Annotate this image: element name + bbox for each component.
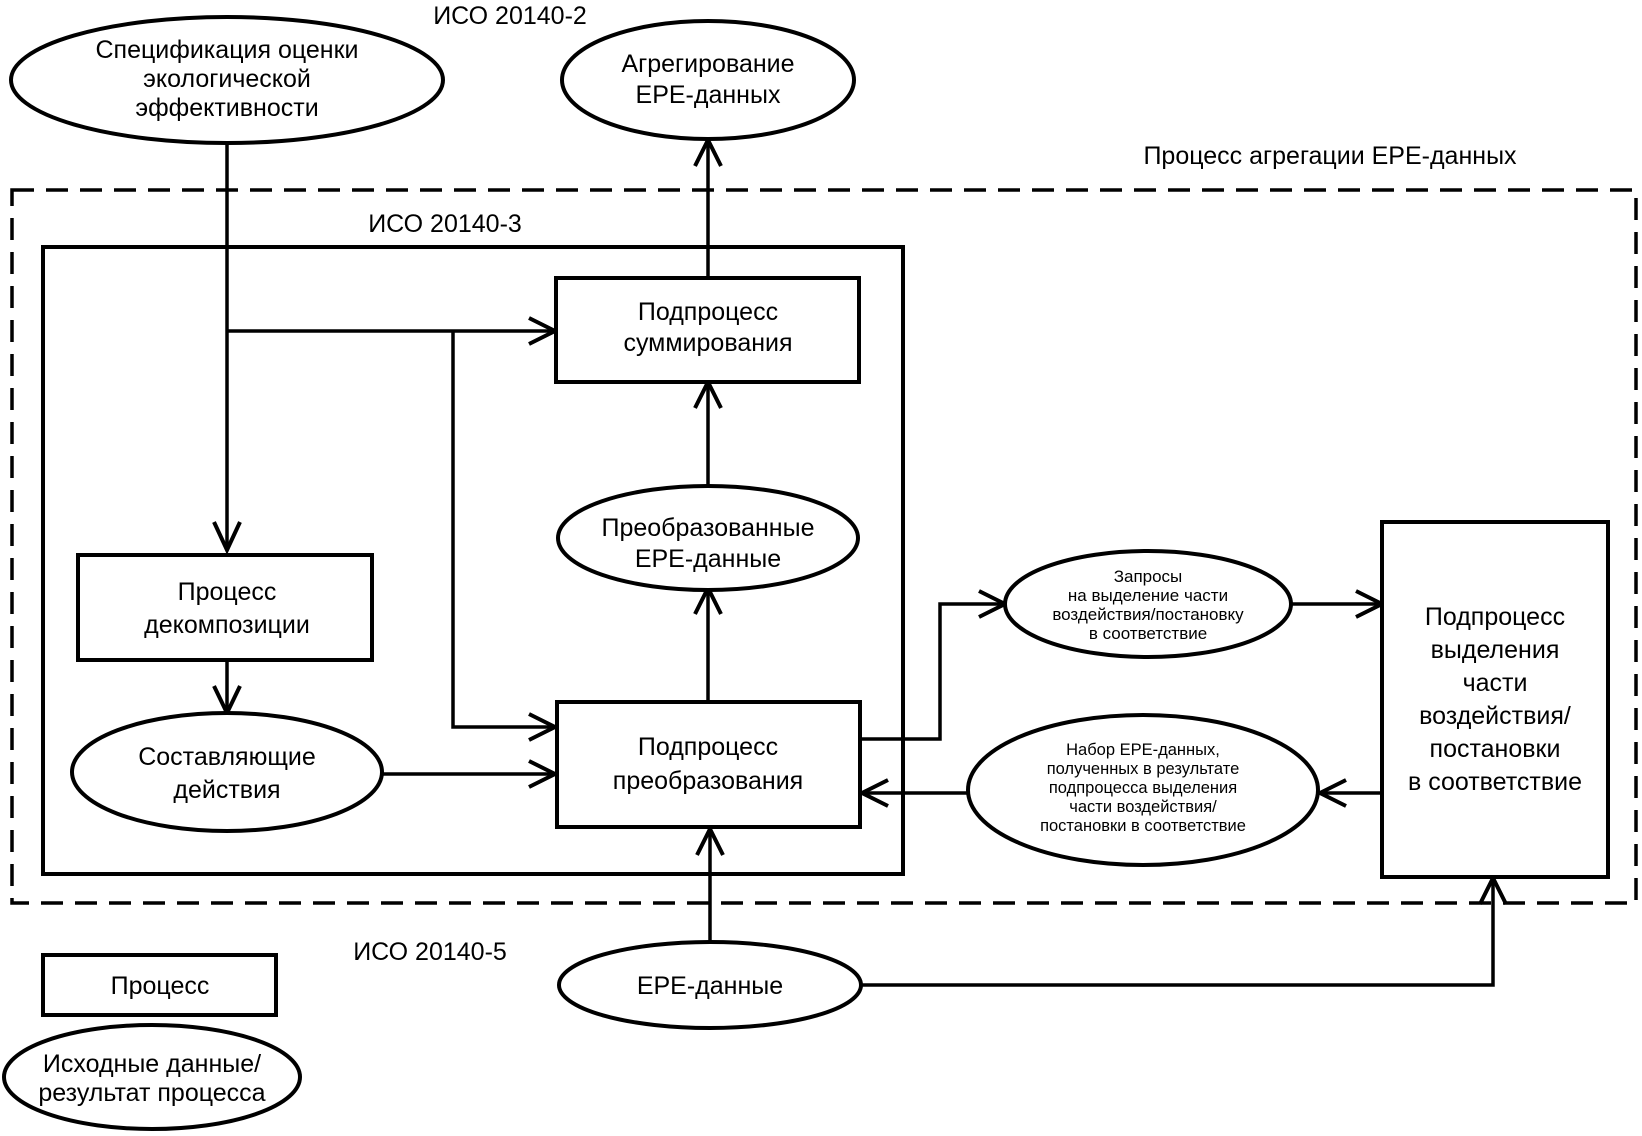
node-summation-line: суммирования xyxy=(623,329,792,357)
edge-transformation-requests xyxy=(862,602,1005,741)
node-epe-data: EPE-данные xyxy=(557,940,863,1030)
node-transformed: Преобразованные EPE-данные xyxy=(556,484,860,592)
label-iso-20140-5: ИСО 20140-5 xyxy=(353,938,507,966)
node-summation-line: Подпроцесс xyxy=(638,298,778,326)
node-spec-line: экологической xyxy=(143,65,311,93)
node-decomposition: Процесс декомпозиции xyxy=(76,553,374,662)
node-requests-line: на выделение части xyxy=(1068,586,1228,605)
edge-epedata-allocation xyxy=(861,878,1495,987)
arrowhead-icon xyxy=(1315,778,1347,808)
node-result-set-line: полученных в результате xyxy=(1047,760,1240,778)
node-allocation: Подпроцесс выделения части воздействия/ … xyxy=(1380,520,1610,879)
label-aggregation-process: Процесс агрегации EPE-данных xyxy=(1143,142,1517,170)
connectors xyxy=(212,135,1508,987)
node-transformed-line: Преобразованные xyxy=(601,514,814,542)
legend-process: Процесс xyxy=(41,953,278,1017)
legend-data-line: результат процесса xyxy=(38,1079,265,1107)
node-aggregated: Агрегирование EPE-данных xyxy=(560,19,856,141)
legend: Процесс Исходные данные/ результат проце… xyxy=(2,953,302,1131)
node-allocation-line: в соответствие xyxy=(1408,768,1582,796)
node-requests-line: Запросы xyxy=(1114,567,1183,586)
legend-data: Исходные данные/ результат процесса xyxy=(2,1023,302,1131)
node-aggregated-line: EPE-данных xyxy=(636,81,781,109)
node-transformation: Подпроцесс преобразования xyxy=(555,700,862,829)
node-decomposition-line: Процесс xyxy=(178,578,277,606)
legend-process-label: Процесс xyxy=(111,972,210,1000)
iso-20140-3-boundary xyxy=(41,245,905,876)
node-transformed-line: EPE-данные xyxy=(635,545,781,573)
node-components: Составляющие действия xyxy=(70,711,384,833)
node-epe-data-line: EPE-данные xyxy=(637,972,783,1000)
node-spec-line: эффективности xyxy=(135,94,318,122)
node-allocation-line: выделения xyxy=(1431,636,1560,664)
node-allocation-line: Подпроцесс xyxy=(1425,603,1565,631)
node-components-line: Составляющие xyxy=(138,743,316,771)
node-allocation-line: постановки xyxy=(1430,735,1561,763)
node-spec-line: Спецификация оценки xyxy=(95,36,358,64)
node-aggregated-line: Агрегирование xyxy=(621,50,794,78)
aggregation-process-boundary xyxy=(10,188,1638,905)
node-allocation-line: части xyxy=(1463,669,1528,697)
node-result-set-line: постановки в соответствие xyxy=(1040,817,1246,835)
label-iso-20140-3: ИСО 20140-3 xyxy=(368,210,522,238)
node-requests-line: воздействия/постановку xyxy=(1052,605,1244,624)
node-transformation-line: преобразования xyxy=(613,767,803,795)
legend-data-line: Исходные данные/ xyxy=(43,1050,261,1078)
node-components-line: действия xyxy=(173,776,280,804)
node-transformation-line: Подпроцесс xyxy=(638,733,778,761)
node-result-set-line: подпроцесса выделения xyxy=(1049,779,1237,797)
node-summation: Подпроцесс суммирования xyxy=(554,276,861,384)
node-decomposition-line: декомпозиции xyxy=(144,611,310,639)
node-requests: Запросы на выделение части воздействия/п… xyxy=(1003,549,1293,659)
node-allocation-line: воздействия/ xyxy=(1419,702,1571,730)
label-iso-20140-2: ИСО 20140-2 xyxy=(433,2,587,30)
edge-spec-transformation xyxy=(451,331,555,729)
arrowhead-icon xyxy=(212,521,242,555)
node-result-set-line: части воздействия/ xyxy=(1069,798,1217,816)
node-result-set-line: Набор EPE-данных, xyxy=(1066,741,1220,759)
node-spec: Спецификация оценки экологической эффект… xyxy=(9,15,445,145)
node-result-set: Набор EPE-данных, полученных в результат… xyxy=(966,713,1320,867)
node-requests-line: в соответствие xyxy=(1089,624,1207,643)
